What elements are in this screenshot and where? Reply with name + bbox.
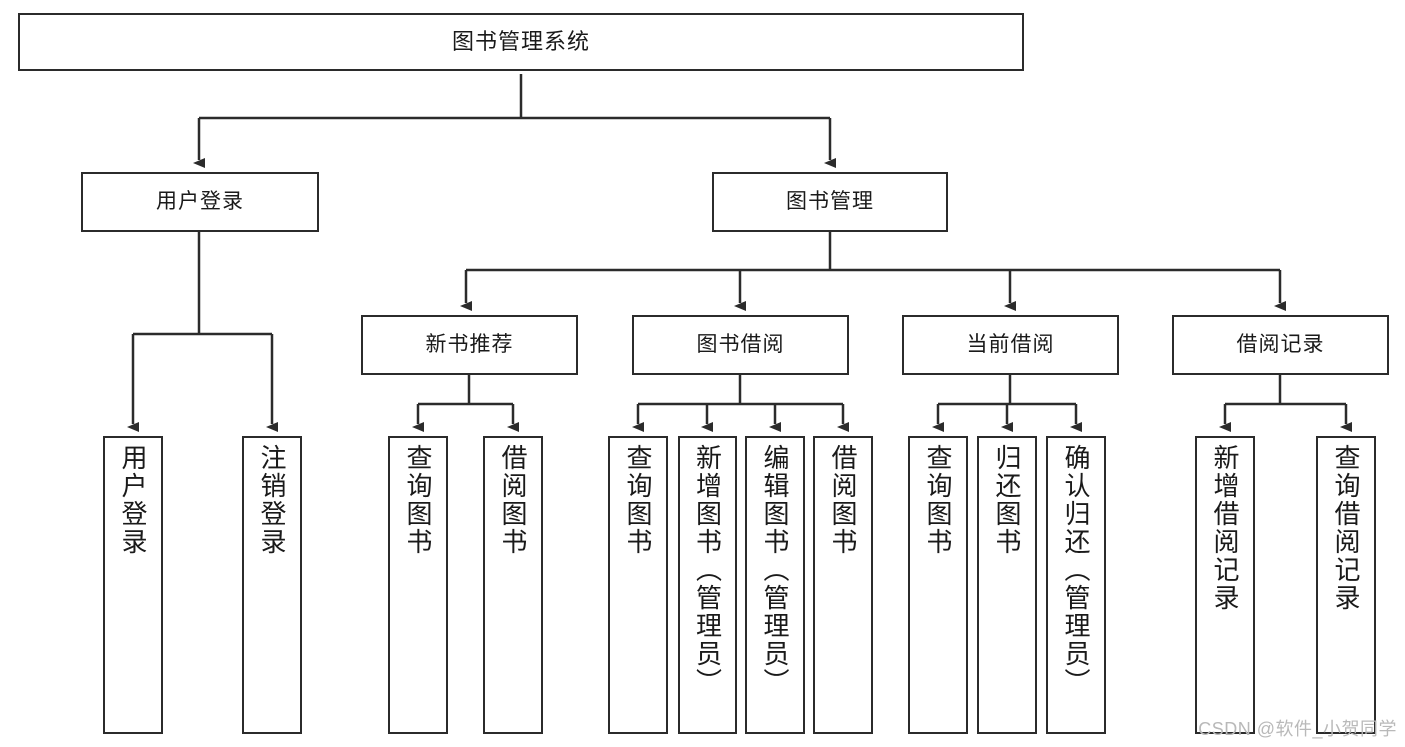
node-leaf-query-borrow-record[interactable]: 查询借阅记录 (1316, 436, 1376, 734)
node-label: 注销登录 (257, 444, 287, 556)
node-leaf-return-book[interactable]: 归还图书 (977, 436, 1037, 734)
node-label: 图书借阅 (696, 332, 785, 356)
node-label: 查询图书 (623, 444, 653, 556)
node-label: 归还图书 (992, 444, 1022, 556)
node-label: 新增借阅记录 (1210, 444, 1240, 612)
node-book-management[interactable]: 图书管理 (712, 172, 948, 232)
node-label: 借阅图书 (498, 444, 528, 556)
node-leaf-borrow-book-recommend[interactable]: 借阅图书 (483, 436, 543, 734)
node-label: 确认归还（管理员） (1061, 444, 1091, 696)
node-leaf-add-book-admin[interactable]: 新增图书（管理员） (678, 436, 737, 734)
node-leaf-user-login[interactable]: 用户登录 (103, 436, 163, 734)
node-label: 当前借阅 (966, 332, 1055, 356)
node-book-borrow[interactable]: 图书借阅 (632, 315, 849, 375)
node-user-login[interactable]: 用户登录 (81, 172, 319, 232)
node-label: 用户登录 (156, 189, 244, 213)
node-label: 编辑图书（管理员） (760, 444, 790, 696)
node-leaf-query-book-borrow[interactable]: 查询图书 (608, 436, 668, 734)
node-leaf-query-book-recommend[interactable]: 查询图书 (388, 436, 448, 734)
node-label: 新增图书（管理员） (692, 444, 723, 696)
node-label: 用户登录 (118, 444, 148, 556)
node-current-borrow[interactable]: 当前借阅 (902, 315, 1119, 375)
node-leaf-query-book-current[interactable]: 查询图书 (908, 436, 968, 734)
node-label: 借阅图书 (828, 444, 858, 556)
node-label: 查询图书 (403, 444, 433, 556)
node-label: 借阅记录 (1236, 332, 1325, 356)
node-label: 查询图书 (923, 444, 953, 556)
node-leaf-lend-book[interactable]: 借阅图书 (813, 436, 873, 734)
node-label: 查询借阅记录 (1331, 444, 1361, 612)
node-leaf-add-borrow-record[interactable]: 新增借阅记录 (1195, 436, 1255, 734)
node-label: 图书管理 (786, 189, 874, 213)
node-leaf-logout[interactable]: 注销登录 (242, 436, 302, 734)
node-borrow-record[interactable]: 借阅记录 (1172, 315, 1389, 375)
node-new-book-recommend[interactable]: 新书推荐 (361, 315, 578, 375)
node-leaf-confirm-return-admin[interactable]: 确认归还（管理员） (1046, 436, 1106, 734)
node-leaf-edit-book-admin[interactable]: 编辑图书（管理员） (745, 436, 805, 734)
node-label: 图书管理系统 (451, 29, 590, 55)
node-root-book-management-system[interactable]: 图书管理系统 (18, 13, 1024, 71)
node-label: 新书推荐 (425, 332, 514, 356)
